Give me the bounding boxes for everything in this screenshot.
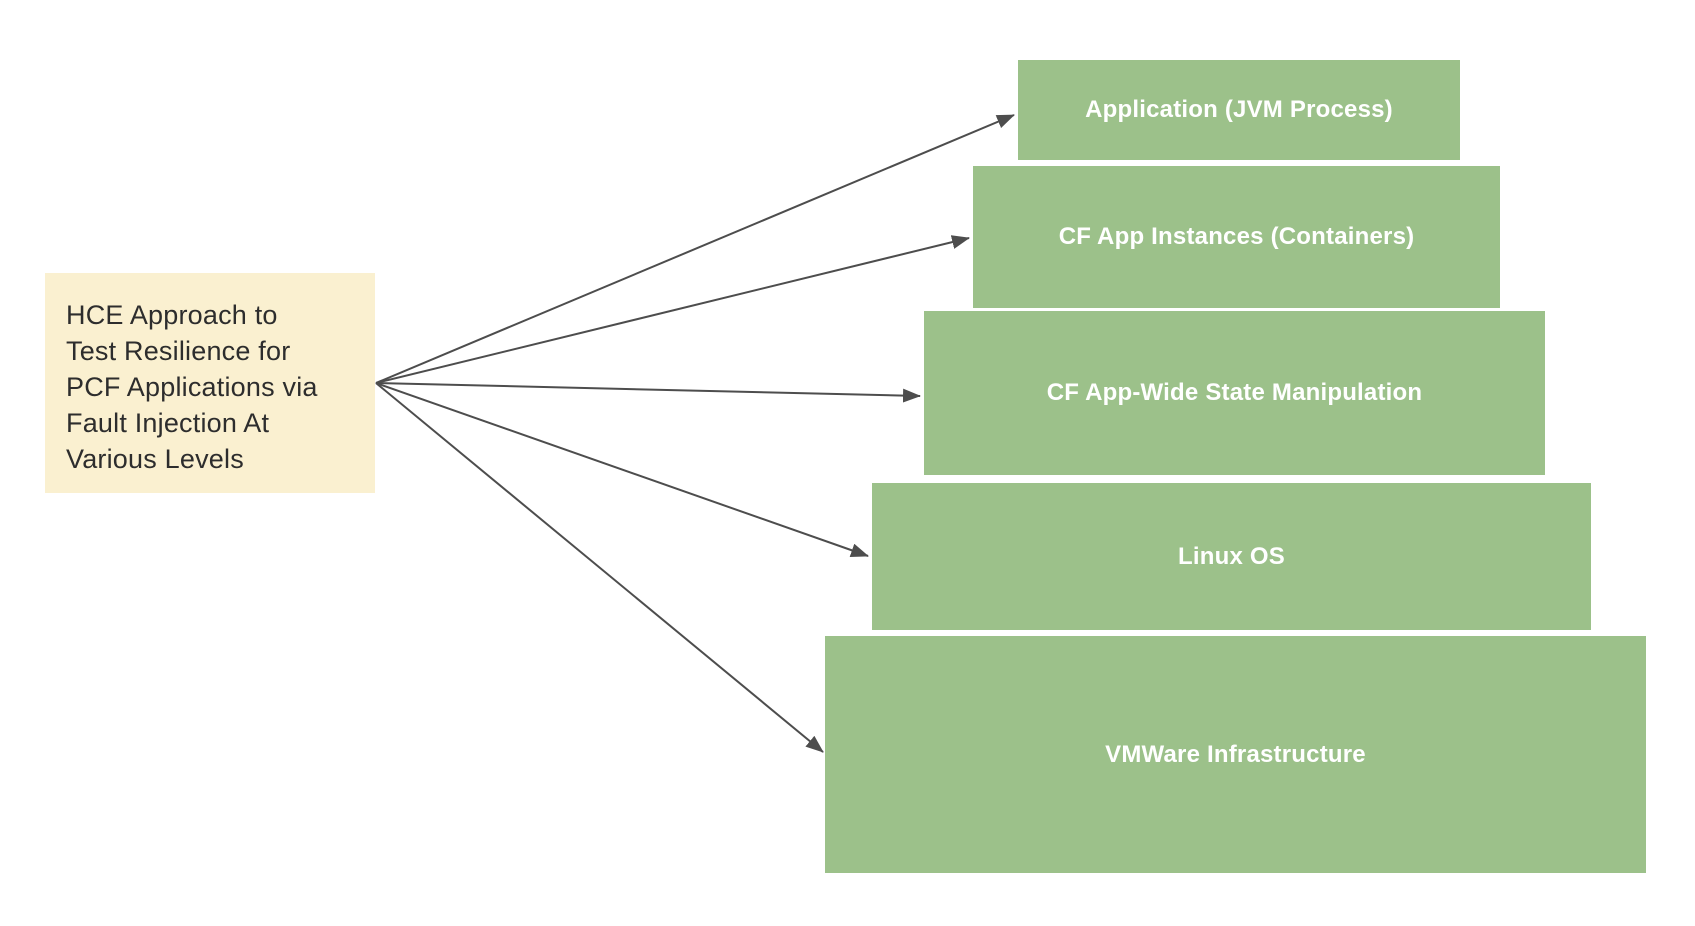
arrow-to-vmware-infrastructure [375, 382, 824, 753]
level-label-vmware-infrastructure: VMWare Infrastructure [1105, 740, 1366, 768]
level-label-cf-app-instances: CF App Instances (Containers) [1058, 223, 1415, 250]
level-label-application: Application (JVM Process) [1085, 96, 1393, 123]
level-box-linux-os: Linux OS [872, 483, 1591, 630]
level-box-cf-app-wide-state: CF App-Wide State Manipulation [924, 311, 1545, 475]
level-label-cf-app-wide-state: CF App-Wide State Manipulation [1046, 379, 1423, 406]
hce-approach-title-box: HCE Approach to Test Resilience for PCF … [45, 273, 375, 493]
level-box-vmware-infrastructure: VMWare Infrastructure [825, 636, 1646, 873]
level-box-application: Application (JVM Process) [1018, 60, 1460, 160]
level-label-linux-os: Linux OS [1178, 542, 1285, 570]
arrow-to-cf-app-wide-state [375, 382, 921, 403]
arrow-to-application [375, 114, 1015, 384]
arrow-to-linux-os [375, 382, 869, 557]
arrow-to-cf-app-instances [375, 235, 970, 384]
level-box-cf-app-instances: CF App Instances (Containers) [973, 166, 1500, 308]
